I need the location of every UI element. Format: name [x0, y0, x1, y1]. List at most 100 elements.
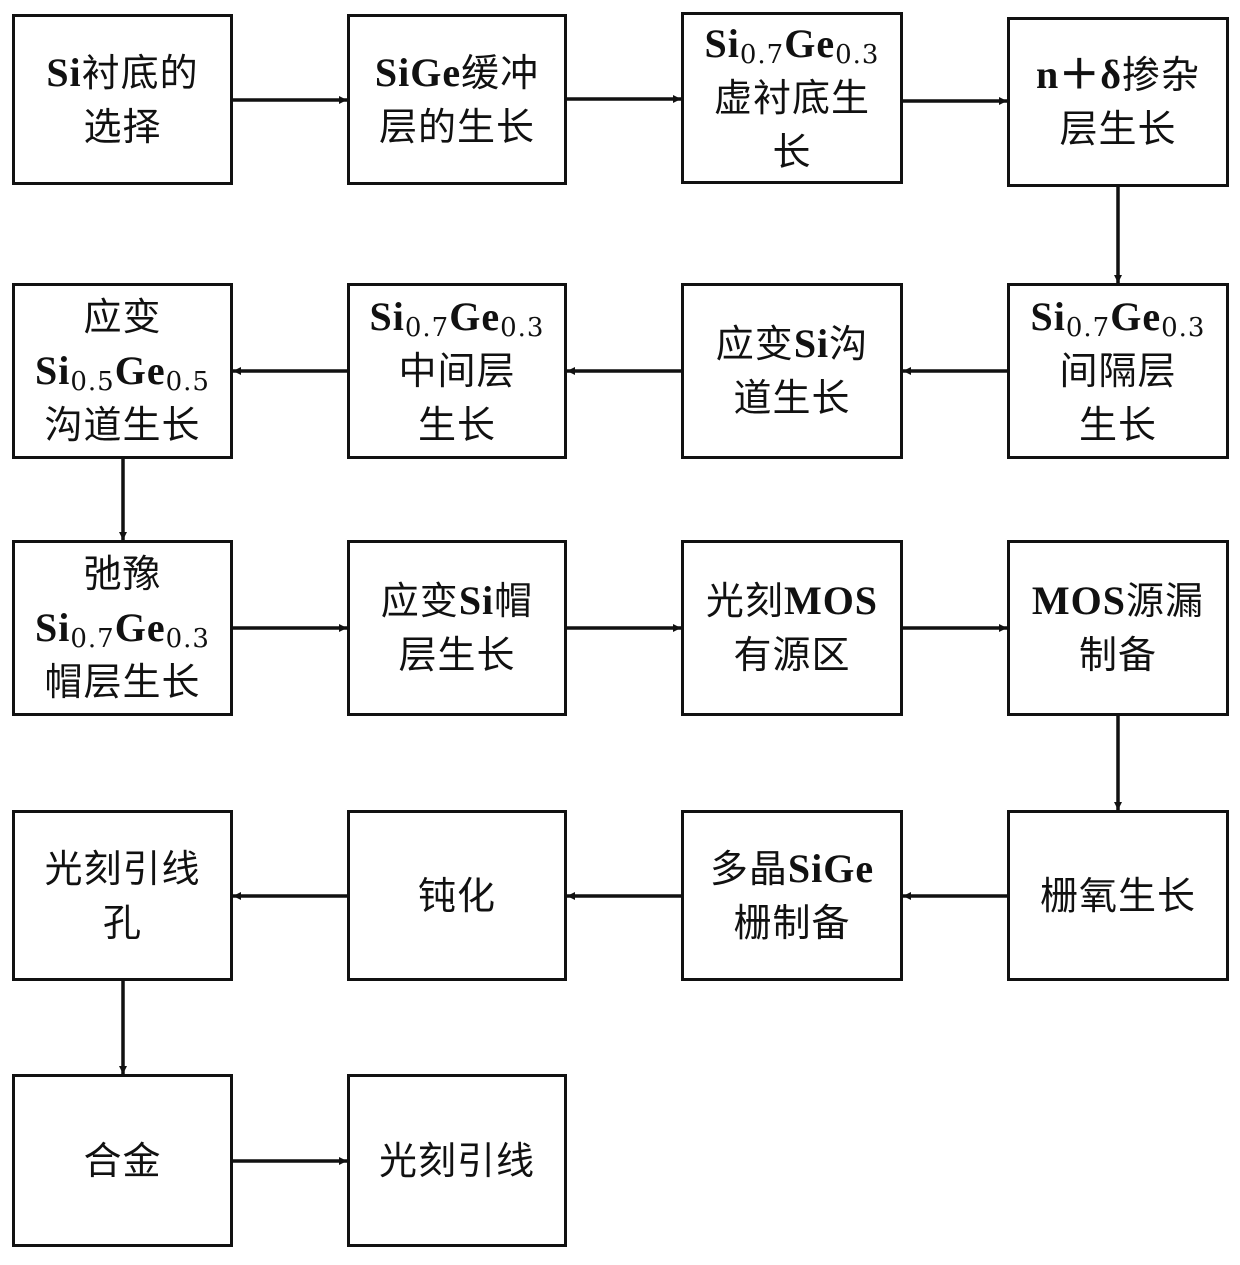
- label-text: Si: [1030, 294, 1066, 339]
- step-label-line: 应变: [83, 290, 161, 344]
- step-strained-si-cap: 应变Si帽层生长: [347, 540, 567, 716]
- label-text: 栅制备: [733, 900, 851, 945]
- label-text: MOS: [783, 578, 879, 623]
- label-text: 光刻引线: [378, 1138, 535, 1183]
- label-text: Ge: [449, 294, 501, 339]
- label-text: 钝化: [417, 873, 496, 918]
- step-label-line: 间隔层: [1059, 344, 1176, 398]
- step-label-line: 虚衬底生: [714, 71, 870, 125]
- step-label-line: Si0.7Ge0.3: [35, 601, 210, 655]
- label-text: 层的生长: [378, 104, 535, 149]
- subscript: 0.3: [835, 40, 880, 70]
- label-text: 应变: [380, 579, 459, 623]
- subscript: 0.7: [70, 624, 115, 654]
- label-text: SiGe: [787, 845, 875, 891]
- step-label-line: SiGe缓冲: [375, 46, 539, 100]
- label-text: 长: [772, 130, 812, 174]
- label-text: Si: [704, 21, 740, 66]
- label-text: MOS: [1031, 578, 1127, 623]
- step-strained-si-channel: 应变Si沟道生长: [681, 283, 903, 459]
- label-text: 层生长: [398, 633, 516, 677]
- label-text: 缓冲: [461, 50, 540, 95]
- step-relaxed-cap-layer: 弛豫 Si0.7Ge0.3 帽层生长: [12, 540, 233, 716]
- step-label-line: MOS源漏: [1032, 574, 1204, 628]
- label-text: 选择: [83, 104, 162, 149]
- step-intermediate-layer: Si0.7Ge0.3 中间层生长: [347, 283, 567, 459]
- label-text: Ge: [114, 348, 166, 393]
- label-text: Si: [35, 605, 71, 650]
- step-label-line: 选择: [83, 100, 161, 154]
- step-gate-oxide-growth: 栅氧生长: [1007, 810, 1229, 981]
- label-text: 制备: [1078, 633, 1157, 677]
- step-label-line: 栅制备: [733, 896, 850, 950]
- step-label-line: 应变Si沟: [716, 317, 868, 371]
- label-text: Si: [35, 348, 71, 393]
- step-label-line: 钝化: [418, 869, 496, 923]
- label-text: Ge: [114, 605, 166, 650]
- label-text: 虚衬底生: [713, 76, 870, 120]
- step-label-line: n＋δ掺杂: [1036, 48, 1200, 102]
- label-text: 层生长: [1059, 107, 1177, 151]
- step-label-line: 层的生长: [379, 100, 535, 154]
- label-text: Ge: [784, 21, 836, 66]
- step-sige-buffer-growth: SiGe缓冲层的生长: [347, 14, 567, 185]
- label-text: 合金: [83, 1138, 162, 1183]
- label-text: 有源区: [733, 633, 851, 677]
- label-text: 光刻引线: [44, 846, 201, 891]
- step-label-line: 合金: [83, 1134, 161, 1188]
- step-label-line: 长: [772, 125, 811, 179]
- step-label-line: 沟道生长: [44, 398, 200, 452]
- step-label-line: 制备: [1079, 628, 1157, 682]
- step-label-line: Si0.5Ge0.5: [35, 344, 210, 398]
- label-text: 中间层: [398, 349, 516, 393]
- step-label-line: Si衬底的: [46, 46, 198, 100]
- step-label-line: 生长: [418, 398, 496, 452]
- label-text: 间隔层: [1059, 349, 1177, 393]
- step-virtual-substrate-growth: Si0.7Ge0.3 虚衬底生长: [681, 12, 903, 184]
- label-text: 应变: [715, 322, 794, 366]
- subscript: 0.7: [739, 40, 785, 70]
- step-source-drain: MOS源漏制备: [1007, 540, 1229, 716]
- step-label-line: 中间层: [398, 344, 515, 398]
- label-text: 道生长: [733, 376, 851, 420]
- subscript: 0.5: [70, 367, 115, 397]
- subscript: 0.3: [500, 313, 545, 343]
- label-text: 帽: [494, 579, 534, 623]
- label-text: 栅氧生长: [1039, 873, 1196, 918]
- label-text: 掺杂: [1122, 53, 1201, 97]
- label-text: 源漏: [1126, 579, 1205, 623]
- label-text: 帽层生长: [44, 660, 201, 704]
- label-text: 应变: [83, 295, 162, 339]
- label-text: 光刻: [705, 579, 784, 623]
- subscript: 0.5: [165, 367, 210, 397]
- step-passivation: 钝化: [347, 810, 567, 981]
- step-label-line: 帽层生长: [44, 655, 200, 709]
- step-litho-contact-holes: 光刻引线孔: [12, 810, 233, 981]
- label-text: SiGe: [374, 49, 462, 95]
- step-label-line: 多晶SiGe: [710, 842, 874, 896]
- label-text: 生长: [417, 403, 496, 447]
- step-label-line: Si0.7Ge0.3: [1031, 290, 1206, 344]
- step-label-line: 光刻MOS: [706, 574, 878, 628]
- step-label-line: 层生长: [398, 628, 515, 682]
- step-label-line: 弛豫: [83, 547, 161, 601]
- step-label-line: 应变Si帽: [381, 574, 533, 628]
- label-text: 多晶: [709, 846, 788, 891]
- step-label-line: 光刻引线: [44, 842, 200, 896]
- step-litho-interconnect: 光刻引线: [347, 1074, 567, 1247]
- step-label-line: Si0.7Ge0.3: [705, 17, 880, 71]
- step-n-delta-doping-layer: n＋δ掺杂层生长: [1007, 17, 1229, 187]
- label-text: 弛豫: [83, 552, 162, 596]
- label-text: 沟道生长: [44, 403, 201, 447]
- subscript: 0.7: [404, 313, 450, 343]
- label-text: Si: [46, 49, 82, 95]
- step-si-substrate-selection: Si衬底的选择: [12, 14, 233, 185]
- step-label-line: Si0.7Ge0.3: [370, 290, 545, 344]
- subscript: 0.3: [1161, 313, 1206, 343]
- label-text: 衬底的: [81, 50, 199, 95]
- label-text: 沟: [829, 322, 869, 366]
- subscript: 0.7: [1065, 313, 1111, 343]
